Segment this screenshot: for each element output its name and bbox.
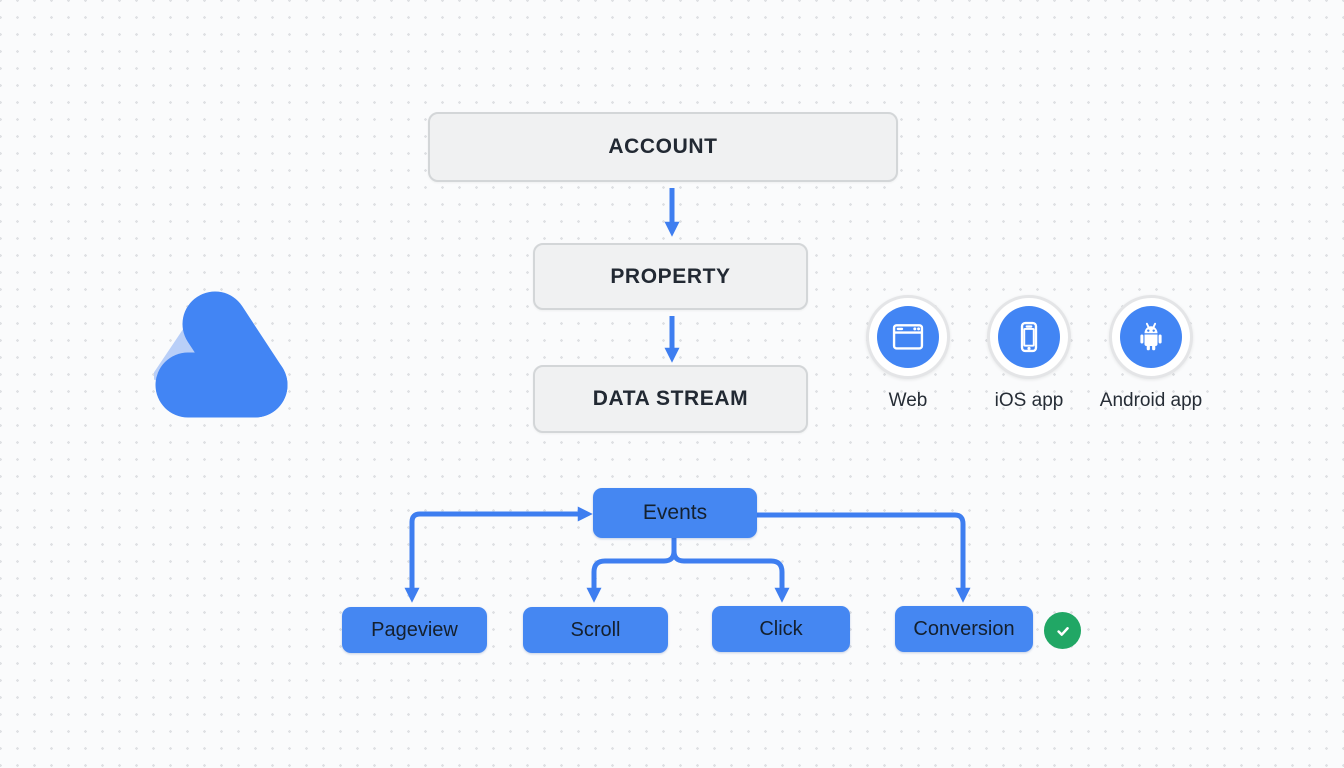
platform-android: Android app [1086, 295, 1216, 412]
platform-android-label: Android app [1099, 390, 1203, 411]
arrow-events-pageview [404, 506, 593, 603]
node-data-stream: DATA STREAM [533, 365, 808, 433]
arrow-events-to-scroll [586, 538, 677, 603]
node-events: Events [593, 488, 757, 538]
node-pageview: Pageview [342, 607, 487, 653]
node-data-stream-label: DATA STREAM [592, 387, 749, 410]
node-property: PROPERTY [533, 243, 808, 310]
platform-web-circle [866, 295, 950, 379]
node-pageview-label: Pageview [371, 618, 458, 641]
node-click-label: Click [759, 617, 803, 640]
node-scroll: Scroll [523, 607, 668, 653]
arrow-events-to-conversion [757, 512, 971, 603]
node-conversion: Conversion [895, 606, 1033, 652]
platform-web-label: Web [888, 390, 928, 411]
platform-android-circle [1109, 295, 1193, 379]
platform-ios-circle [987, 295, 1071, 379]
node-scroll-label: Scroll [570, 618, 621, 641]
smartphone-icon [998, 306, 1060, 368]
node-conversion-label: Conversion [913, 617, 1015, 640]
android-robot-icon [1120, 306, 1182, 368]
node-events-label: Events [642, 501, 708, 524]
platform-web: Web [843, 295, 973, 412]
green-checkmark-icon [1044, 612, 1081, 649]
platform-ios: iOS app [964, 295, 1094, 412]
node-account: ACCOUNT [428, 112, 898, 182]
platform-ios-label: iOS app [994, 390, 1064, 411]
node-account-label: ACCOUNT [608, 135, 718, 158]
node-property-label: PROPERTY [610, 264, 731, 288]
arrow-events-to-click [671, 538, 790, 603]
browser-window-icon [877, 306, 939, 368]
analytics-triangle-logo-icon [152, 291, 288, 421]
node-click: Click [712, 606, 850, 652]
